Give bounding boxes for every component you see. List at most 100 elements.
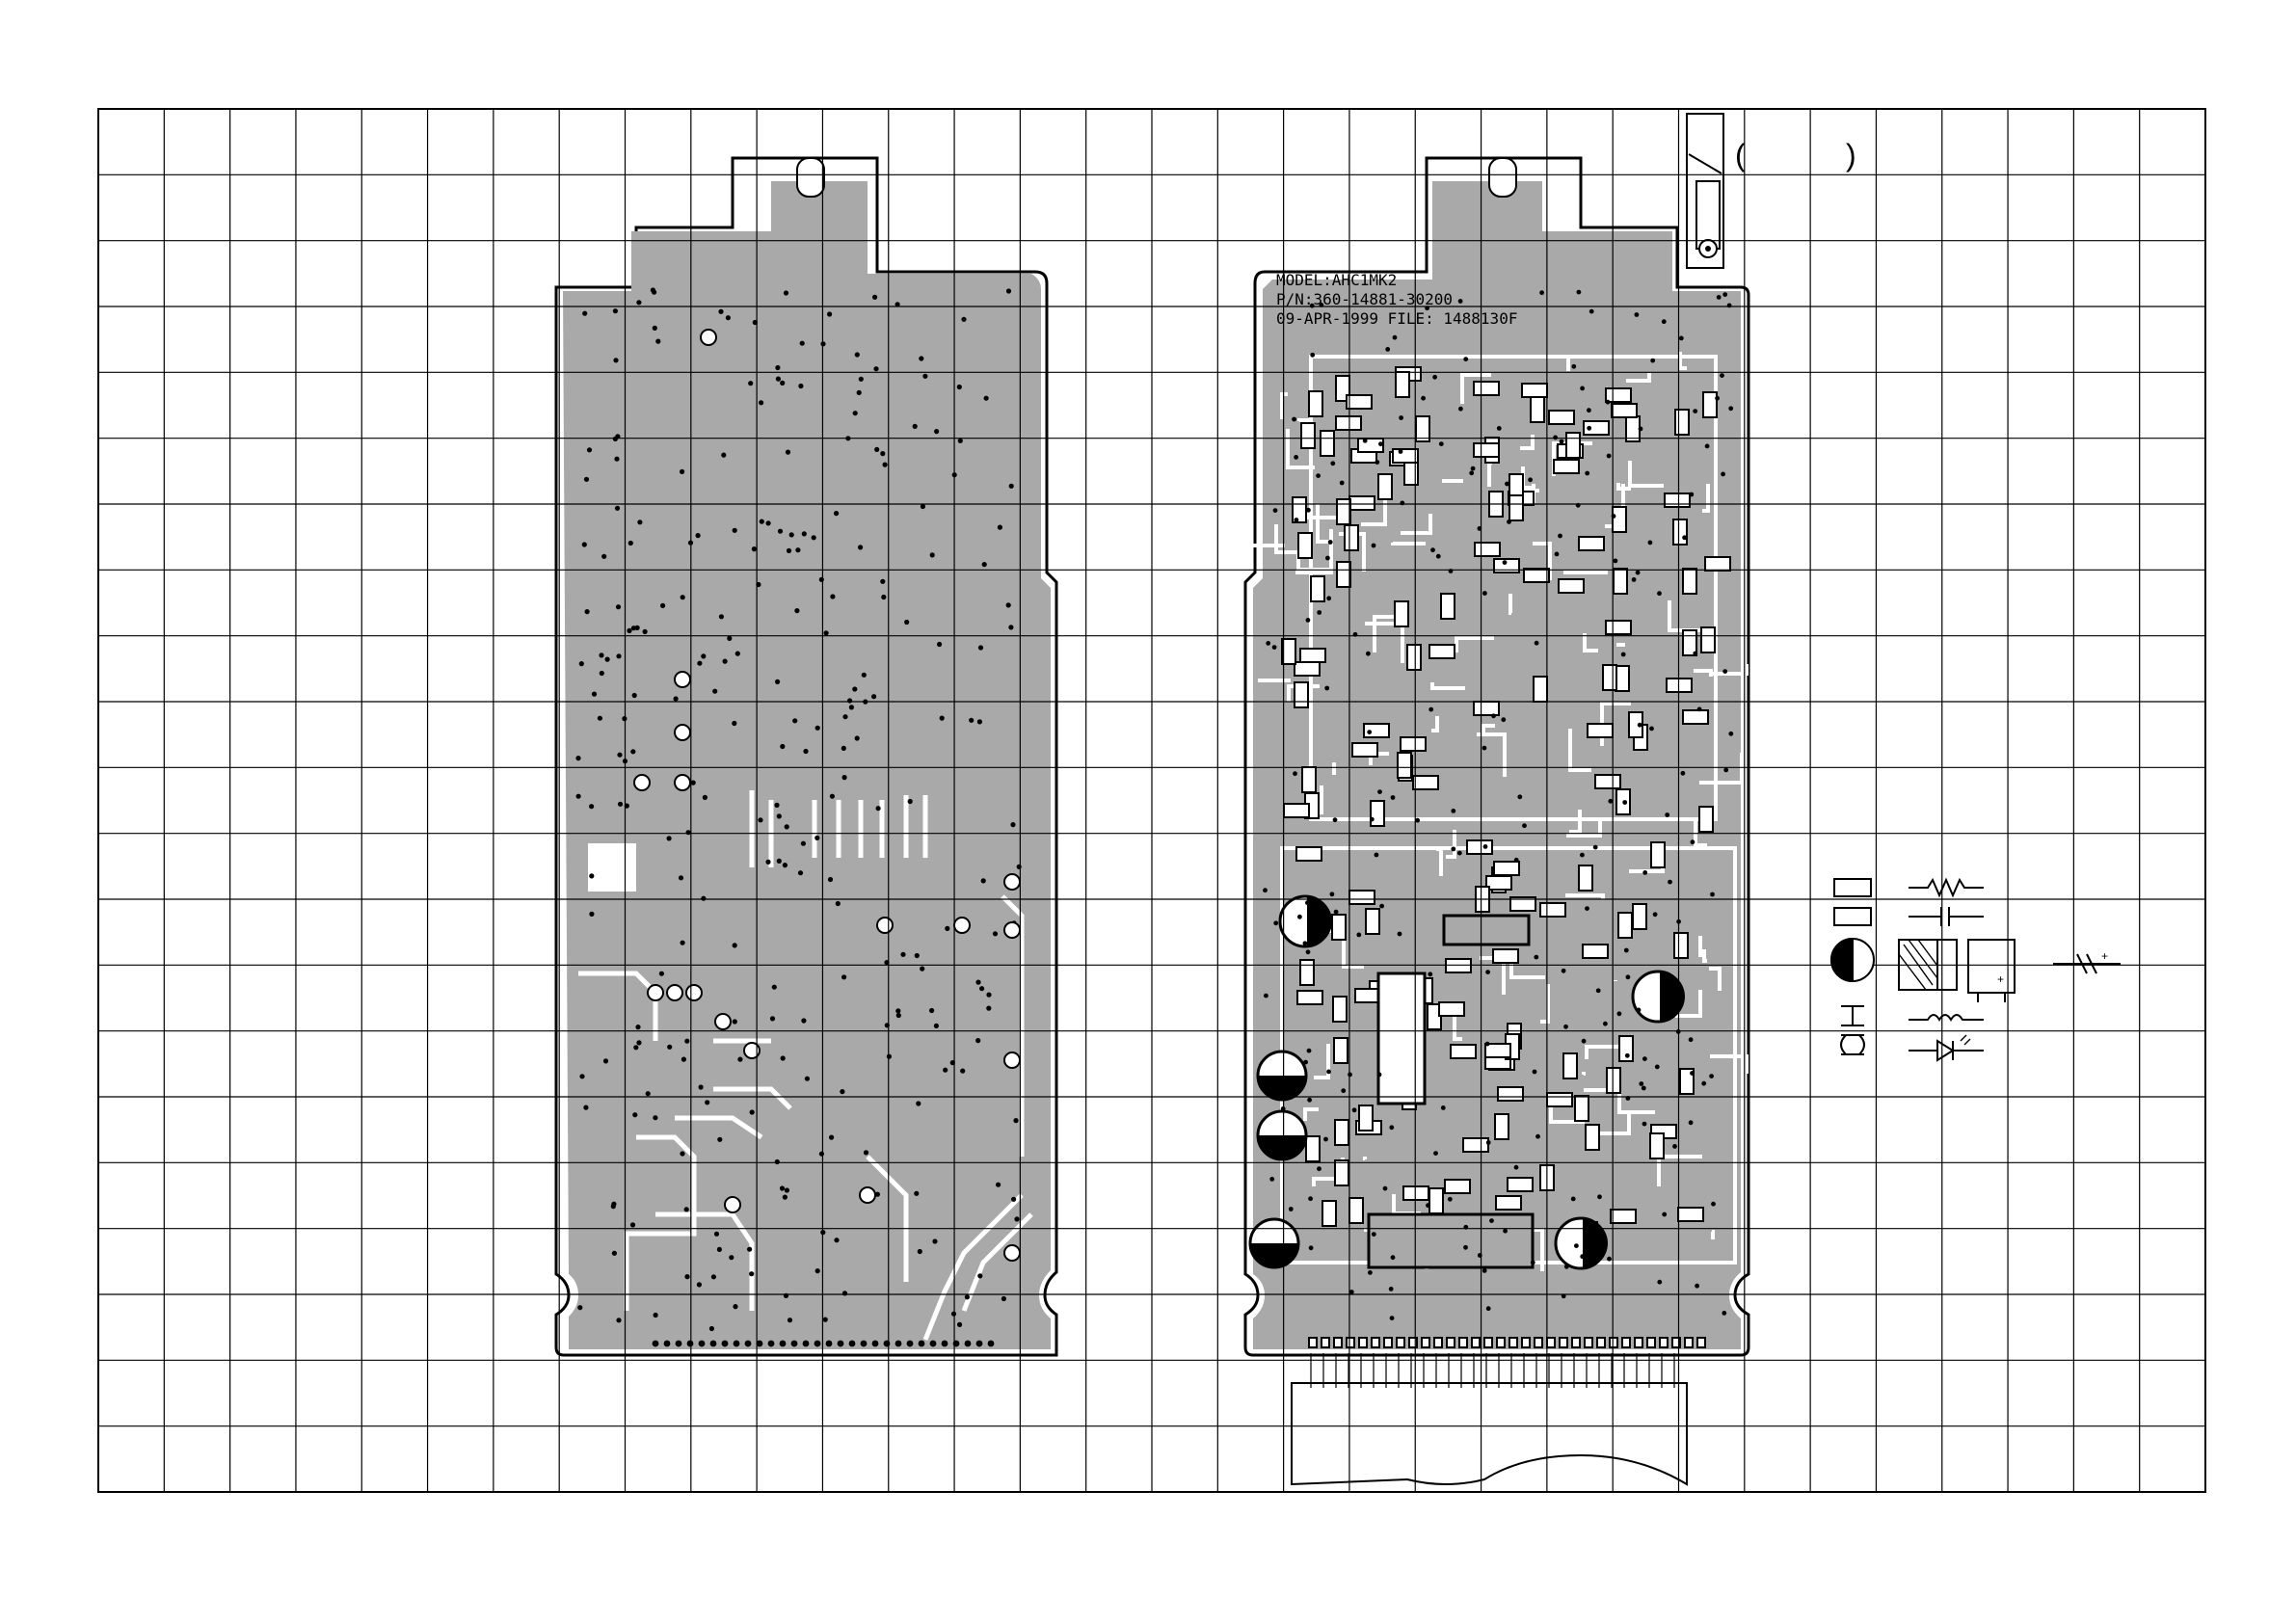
via-hole — [1272, 645, 1277, 650]
via-hole — [1614, 559, 1618, 564]
via-hole — [1657, 1280, 1662, 1285]
via-hole — [1562, 969, 1566, 973]
via-hole — [785, 1187, 789, 1192]
via-hole — [1266, 641, 1270, 646]
via-hole — [1432, 375, 1437, 380]
via-hole — [1624, 948, 1629, 953]
via-hole — [582, 542, 587, 546]
via-hole — [1295, 518, 1299, 522]
via-hole — [895, 1008, 900, 1013]
via-hole — [646, 1091, 651, 1096]
via-hole — [681, 595, 685, 599]
smd-pad — [1333, 997, 1347, 1022]
via-hole — [1482, 746, 1487, 751]
board-notch-right — [1489, 158, 1516, 197]
via-hole — [1308, 1196, 1313, 1201]
via-hole — [986, 993, 991, 998]
via-hole — [961, 317, 966, 322]
via-hole — [1697, 707, 1702, 712]
via-hole — [1517, 794, 1522, 799]
via-hole — [1662, 1212, 1667, 1217]
smd-pad — [1494, 862, 1519, 875]
via-hole — [1636, 571, 1641, 575]
smd-resistor-symbol — [1834, 879, 1871, 896]
smd-pad — [1441, 594, 1455, 619]
pcb-trace — [1563, 571, 1606, 572]
edge-pad — [1447, 1338, 1455, 1347]
ic-chip-2 — [1444, 916, 1529, 945]
via-hole — [1637, 1008, 1642, 1013]
edge-pad — [1372, 1338, 1379, 1347]
via-hole — [1274, 1262, 1279, 1266]
board-notch-left — [797, 158, 824, 197]
via-hole — [667, 836, 672, 840]
smd-pad — [1674, 933, 1688, 958]
edge-pad — [676, 1341, 682, 1347]
via-hole — [915, 953, 920, 958]
via-hole — [617, 753, 622, 758]
via-hole — [1483, 844, 1488, 849]
smd-pad — [1559, 579, 1584, 593]
edge-pad — [1622, 1338, 1630, 1347]
via-hole — [1582, 1039, 1587, 1044]
via-hole — [876, 806, 881, 811]
edge-pad — [1422, 1338, 1429, 1347]
via-hole — [1349, 1290, 1354, 1294]
smd-pad — [1534, 677, 1547, 702]
smd-pad — [1474, 702, 1499, 715]
smd-pad — [1309, 391, 1322, 416]
via-hole — [653, 326, 657, 331]
via-hole — [937, 642, 942, 647]
via-hole — [1715, 396, 1720, 401]
via-hole — [1555, 552, 1560, 557]
via-hole — [1689, 493, 1694, 497]
edge-pad — [976, 1341, 983, 1347]
via-hole — [930, 552, 935, 557]
via-hole — [1501, 717, 1506, 722]
via-hole — [660, 603, 665, 608]
via-hole — [1363, 439, 1368, 443]
edge-pad — [1384, 1338, 1392, 1347]
via-hole — [841, 746, 846, 751]
via-hole — [1642, 1122, 1647, 1127]
via-hole — [1430, 547, 1435, 552]
via-hole — [1264, 994, 1268, 998]
via-hole — [1580, 386, 1585, 391]
zener-icon: + — [2053, 949, 2121, 973]
smd-pad — [1334, 1038, 1348, 1063]
via-hole — [998, 525, 1002, 530]
edge-pad — [895, 1341, 902, 1347]
edge-pad — [768, 1341, 775, 1347]
via-hole — [575, 756, 580, 760]
via-hole — [978, 645, 983, 650]
via-hole — [1306, 949, 1311, 954]
via-hole — [982, 562, 987, 567]
via-hole — [908, 799, 913, 804]
via-hole — [979, 986, 984, 991]
via-hole — [1389, 1287, 1394, 1291]
via-hole — [613, 437, 618, 441]
edge-pad — [1597, 1338, 1605, 1347]
diode-icon — [1909, 1035, 1984, 1060]
via-hole — [1451, 847, 1455, 852]
smd-pad — [1284, 804, 1309, 817]
via-hole — [1533, 1070, 1537, 1075]
via-hole — [1657, 591, 1662, 596]
via-hole — [1451, 809, 1455, 813]
smd-pad — [1615, 666, 1629, 691]
via-hole — [1330, 461, 1335, 466]
via-hole — [1608, 799, 1613, 804]
via-hole — [1593, 845, 1598, 850]
via-hole — [1486, 1140, 1491, 1145]
smd-pad — [1335, 1160, 1348, 1185]
via-hole — [1653, 912, 1658, 917]
via-hole — [1309, 1245, 1314, 1250]
pcb-trace — [1700, 938, 1702, 957]
via-hole — [696, 533, 701, 538]
via-hole — [1356, 933, 1361, 938]
via-hole — [1303, 1060, 1308, 1065]
via-hole — [776, 377, 781, 382]
ring-pad — [954, 918, 970, 933]
via-hole — [1503, 1229, 1508, 1234]
